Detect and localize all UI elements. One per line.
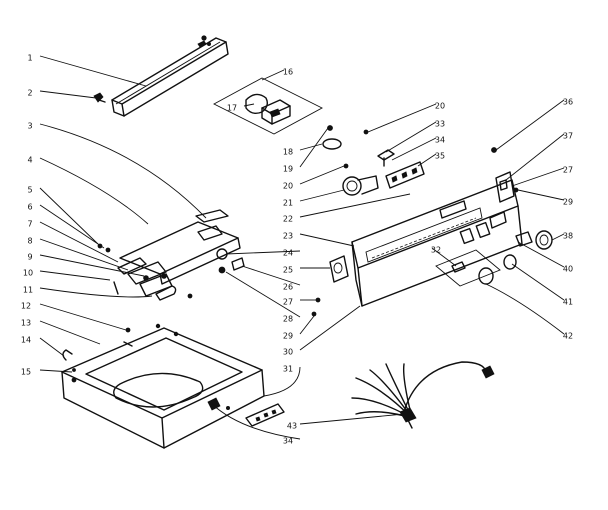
callout-label: 36: [563, 98, 573, 107]
callout-label: 17: [227, 104, 237, 113]
callout-label: 26: [283, 283, 293, 292]
callout-label: 24: [283, 249, 293, 258]
part-switch-bracket: [363, 129, 425, 189]
callout-label: 32: [431, 246, 441, 255]
callout-label: 7: [27, 220, 32, 229]
callout-label: 25: [283, 266, 293, 275]
callout-label: 13: [21, 319, 31, 328]
part-front-trim-strip: [245, 403, 285, 427]
callout-label: 40: [563, 265, 573, 274]
part-cabinet-top: [61, 323, 265, 449]
callout-labels: 1234567891011121314151617181920212223242…: [21, 54, 573, 446]
part-lid-switch: [311, 255, 349, 317]
part-clip: [93, 92, 106, 103]
part-timer-motor-assembly: [213, 77, 323, 135]
callout-label: 21: [283, 199, 293, 208]
part-wire-harness: [351, 361, 495, 429]
callout-label: 27: [563, 166, 573, 175]
callout-label: 11: [23, 286, 33, 295]
callout-label: 35: [435, 152, 445, 161]
callout-label: 43: [287, 422, 297, 431]
callout-label: 12: [21, 302, 31, 311]
callout-label: 42: [563, 332, 573, 341]
part-control-console: [351, 179, 523, 307]
leader-lines: [39, 55, 565, 440]
callout-label: 4: [27, 156, 32, 165]
callout-label: 22: [283, 215, 293, 224]
callout-label: 41: [563, 298, 573, 307]
callout-label: 34: [435, 136, 445, 145]
callout-label: 15: [21, 368, 31, 377]
callout-label: 28: [283, 315, 293, 324]
part-lid-hinge-clip: [62, 341, 133, 361]
callout-label: 34: [283, 437, 293, 446]
callout-label: 20: [283, 182, 293, 191]
part-end-bracket: [491, 147, 519, 203]
callout-label: 19: [283, 165, 293, 174]
callout-label: 14: [21, 336, 31, 345]
callout-label: 38: [563, 232, 573, 241]
callout-label: 33: [435, 120, 445, 129]
callout-label: 16: [283, 68, 293, 77]
callout-label: 3: [27, 122, 32, 131]
callout-label: 37: [563, 132, 573, 141]
callout-label: 5: [27, 186, 32, 195]
callout-label: 9: [27, 253, 32, 262]
part-trim-rail: [111, 37, 229, 117]
part-screw-top: [201, 35, 211, 47]
callout-label: 20: [435, 102, 445, 111]
part-timer-knob-box: [435, 249, 501, 287]
callout-label: 23: [283, 232, 293, 241]
callout-label: 2: [27, 89, 32, 98]
callout-label: 29: [563, 198, 573, 207]
callout-label: 31: [283, 365, 293, 374]
callout-label: 8: [27, 237, 32, 246]
part-hardware-cluster: [97, 243, 193, 301]
part-control-knobs: [478, 230, 553, 285]
part-switch-motor: [342, 163, 379, 196]
callout-label: 18: [283, 148, 293, 157]
callout-label: 6: [27, 203, 32, 212]
part-console-base-plate: [119, 209, 241, 285]
callout-label: 1: [27, 54, 32, 63]
callout-label: 30: [283, 348, 293, 357]
part-selector-knob: [322, 125, 342, 150]
callout-label: 29: [283, 332, 293, 341]
callout-label: 27: [283, 298, 293, 307]
callout-label: 10: [23, 269, 33, 278]
